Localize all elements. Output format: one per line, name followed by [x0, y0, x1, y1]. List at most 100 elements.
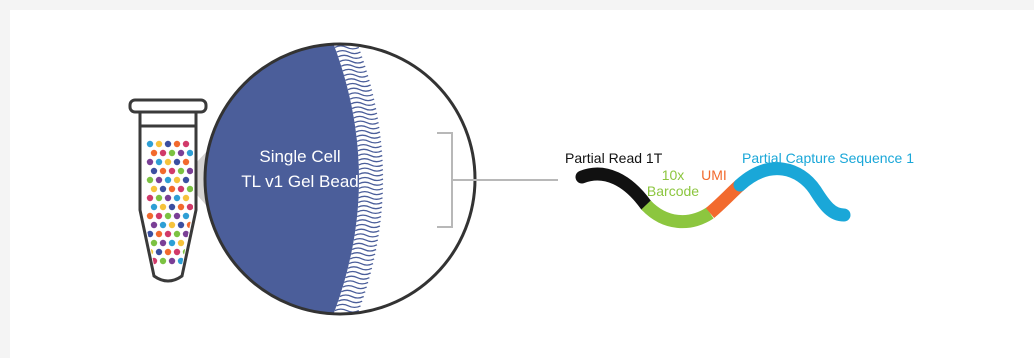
tube-dot [150, 167, 158, 175]
tube-dot [173, 176, 181, 184]
tube-dot [182, 140, 190, 148]
bead-strand [358, 186, 384, 191]
tube-dot [164, 230, 172, 238]
tube-cap [128, 98, 208, 114]
figure-panel: Single Cell TL v1 Gel Bead Partial Read … [10, 10, 1034, 358]
bead-strand [350, 252, 376, 257]
bead-strand [356, 139, 382, 144]
tube-dot [168, 221, 176, 229]
bead-strand [358, 176, 384, 182]
bead-strand [357, 153, 383, 158]
bead-strand [345, 78, 370, 83]
bead-strand [354, 233, 379, 238]
bead-magnifier: Single Cell TL v1 Gel Bead [203, 37, 477, 316]
tube-dot [173, 212, 181, 220]
tube-dot [182, 158, 190, 166]
tube-dot [168, 257, 176, 265]
tube-dot [150, 239, 158, 247]
tube-dot [150, 149, 158, 157]
tube-dot [146, 194, 154, 202]
bead-strand [343, 280, 369, 285]
tube-dot [177, 185, 185, 193]
tube-dot [159, 185, 167, 193]
bead-strand [347, 87, 373, 92]
tube-dot [173, 230, 181, 238]
bead-strand [342, 284, 367, 290]
bead-strand [349, 256, 375, 262]
tube-dot [182, 176, 190, 184]
bead-strand [340, 64, 366, 69]
tube-dot [177, 221, 185, 229]
bead-strand [334, 45, 360, 50]
tube-dot [164, 158, 172, 166]
tube-dot [159, 221, 167, 229]
bead-strand [358, 181, 384, 186]
tube-dot [186, 149, 193, 157]
tube-dot [155, 194, 163, 202]
gel-bead-oligo-diagram: Single Cell TL v1 Gel Bead Partial Read … [128, 37, 914, 316]
bead-strand [331, 37, 355, 40]
bead-strand [357, 143, 382, 149]
tube-dot [173, 194, 181, 202]
tube-dot [164, 248, 172, 256]
tube-dot [186, 203, 193, 211]
tube-dot [186, 257, 193, 265]
tube-dot [146, 230, 154, 238]
tube-dot [168, 149, 176, 157]
partial-read-1t-segment [575, 167, 653, 212]
bead-strand [353, 115, 379, 121]
bead-strand [336, 303, 361, 309]
tube-dot [155, 212, 163, 220]
bead-strand [337, 299, 363, 304]
bead-strand [354, 125, 380, 130]
tube-dot [186, 167, 193, 175]
tube-dot [159, 203, 167, 211]
tube-dot [159, 167, 167, 175]
capture-sequence-segment [733, 162, 851, 222]
tube-dot [159, 257, 167, 265]
tube-dot [155, 176, 163, 184]
bead-strand [339, 294, 365, 299]
tube-dot [155, 230, 163, 238]
tube-dot [146, 140, 154, 148]
tube-dot [177, 167, 185, 175]
bead-strand [348, 92, 374, 97]
barcode-label-line2: Barcode [647, 183, 699, 199]
bead-strand [352, 111, 378, 116]
bead-strand [354, 120, 379, 125]
bead-strand [349, 96, 375, 102]
tube-dot [155, 140, 163, 148]
tube-dot [177, 203, 185, 211]
tube-dot [150, 185, 158, 193]
tube-dot [168, 185, 176, 193]
barcode-segment [641, 200, 714, 229]
bead-strand [358, 162, 384, 168]
tube-dot [159, 239, 167, 247]
oligo-strand [575, 162, 851, 229]
tube-dot [164, 140, 172, 148]
tube-dot [177, 149, 185, 157]
umi-label: UMI [701, 167, 727, 183]
bead-strand [358, 190, 384, 196]
tube-dot [164, 194, 172, 202]
tube-dot [182, 212, 190, 220]
barcode-label-line1: 10x [662, 167, 685, 183]
bead-strand [354, 228, 380, 233]
bead-strand [346, 82, 371, 88]
tube-dot [168, 239, 176, 247]
bead-strand [356, 214, 382, 219]
tube-body [138, 124, 198, 283]
tube-dot [146, 176, 154, 184]
tube-dot [182, 230, 190, 238]
bead-strand [342, 68, 367, 74]
bead-strand [351, 247, 377, 252]
bead-strand [345, 275, 370, 280]
tube-dot [186, 185, 193, 193]
tube-dot [159, 149, 167, 157]
bead-strand [343, 73, 369, 78]
bead-strand [356, 219, 381, 224]
tube-dot [164, 176, 172, 184]
bead-strand [350, 101, 376, 106]
bead-strand [351, 106, 377, 111]
bead-strand [357, 148, 383, 153]
